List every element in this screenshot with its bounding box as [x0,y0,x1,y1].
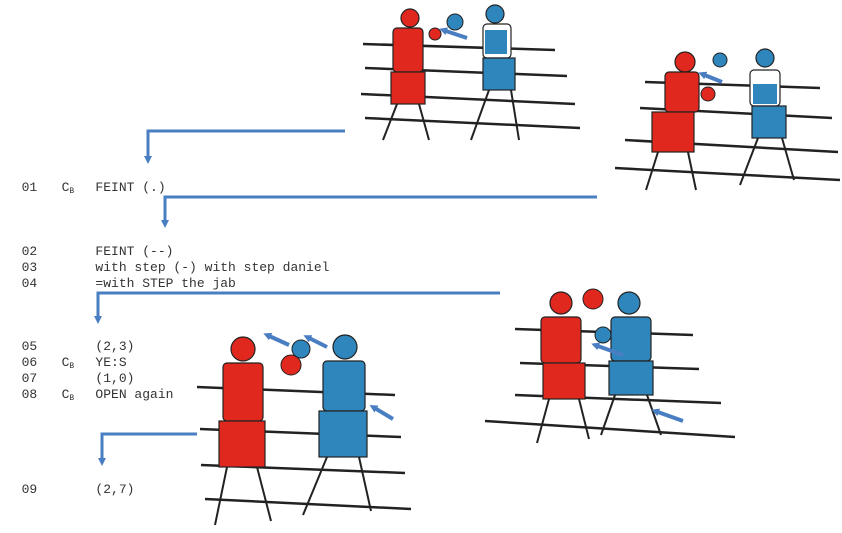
boxing-scene-3 [195,325,425,530]
blue-boxer [292,335,371,515]
blue-boxer [713,49,794,185]
connector-arrow-1 [148,131,345,160]
boxing-scene-4 [485,285,740,460]
boxing-scene-1 [355,0,585,150]
blue-boxer [595,292,661,435]
connector-arrow-3 [98,293,500,320]
connector-arrow-2 [165,197,597,224]
connector-arrow-4 [102,434,197,462]
boxing-scene-2 [610,40,840,195]
red-boxer [215,337,301,525]
